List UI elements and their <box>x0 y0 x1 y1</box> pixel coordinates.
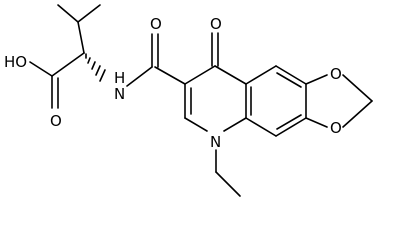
bond <box>342 74 373 102</box>
stereo-hash-wedge <box>85 53 106 82</box>
bond <box>126 66 153 87</box>
bond <box>51 52 85 77</box>
structure-svg: HO O H N O O O O N <box>4 4 373 197</box>
amide-hydrogen-label: H <box>114 69 125 87</box>
amide-nitrogen-label: N <box>114 85 125 103</box>
bond <box>275 65 307 85</box>
bond <box>214 65 247 85</box>
bond <box>77 21 85 54</box>
bond <box>223 117 247 132</box>
bond <box>276 114 302 130</box>
bond <box>245 65 277 85</box>
bond <box>154 66 186 85</box>
ketone-oxygen-label: O <box>210 15 222 33</box>
hydroxyl-label: HO <box>4 53 27 71</box>
bond <box>184 117 208 132</box>
molecule-diagram: HO O H N O O O O N <box>4 4 373 197</box>
bond <box>215 171 241 197</box>
ring-nitrogen-label: N <box>210 133 221 151</box>
bond <box>184 65 216 85</box>
bond <box>77 4 101 23</box>
bond <box>57 4 79 23</box>
dioxole-oxygen-top-label: O <box>330 65 342 83</box>
amide-carbonyl-oxygen-label: O <box>150 15 162 33</box>
bond <box>276 72 302 88</box>
bond <box>305 117 328 128</box>
bond <box>305 74 328 85</box>
acid-carbonyl-oxygen-label: O <box>50 112 62 130</box>
bond <box>245 117 277 137</box>
bond <box>29 61 53 77</box>
bond <box>275 117 307 137</box>
bond <box>342 100 373 128</box>
dioxole-oxygen-bottom-label: O <box>330 119 342 137</box>
